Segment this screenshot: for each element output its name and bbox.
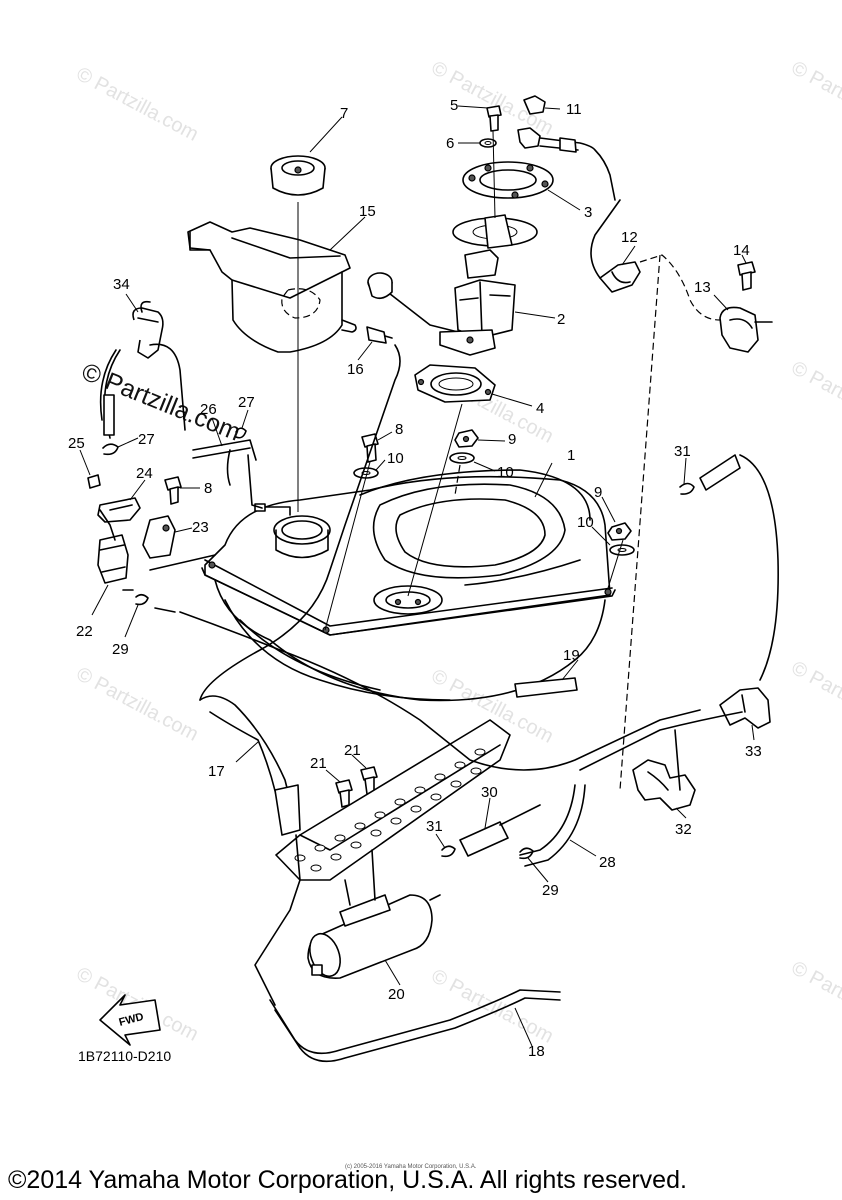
watermark: © Partzilla.com: [428, 965, 557, 1048]
fuel-pump-assembly: [367, 95, 616, 403]
part-label: 6: [446, 135, 454, 152]
diagram-code: 1B72110-D210: [78, 1048, 171, 1064]
part-labels: 1 2 3 4 5 6 7 8 8 9 9 10 10 10 11 12 13 …: [68, 97, 762, 1060]
part-label: 15: [359, 203, 376, 220]
part-label: 33: [745, 743, 762, 760]
part-label: 3: [584, 204, 592, 221]
part-label: 9: [594, 484, 602, 501]
watermark: © Partzilla.com: [73, 63, 202, 146]
part-label: 21: [310, 755, 327, 772]
watermark: © Partzilla.com: [788, 957, 842, 1040]
watermark: © Partzilla.com: [73, 663, 202, 746]
part-label: 32: [675, 821, 692, 838]
part-label: 28: [599, 854, 616, 871]
part-label: 19: [563, 647, 580, 664]
part-label: 34: [113, 276, 130, 293]
part-label: 25: [68, 435, 85, 452]
part-label: 10: [387, 450, 404, 467]
right-side-parts: [599, 261, 773, 811]
watermark: © Partzilla.com: [788, 357, 842, 440]
part-label: 9: [508, 431, 516, 448]
part-label: 11: [566, 101, 582, 118]
part-label: 14: [733, 242, 750, 259]
part-label: 10: [577, 514, 594, 531]
watermark-main: © Partzilla.com: [78, 358, 245, 447]
part-label: 29: [542, 882, 559, 899]
part-label: 20: [388, 986, 405, 1003]
part-label: 23: [192, 519, 209, 536]
part-label: 10: [497, 464, 514, 481]
watermark: © Partzilla.com: [788, 57, 842, 140]
part-label: 31: [426, 818, 443, 835]
part-label: 30: [481, 784, 498, 801]
part-label: 26: [200, 401, 217, 418]
part-label: 5: [450, 97, 458, 114]
part-label: 4: [536, 400, 544, 417]
part-label: 17: [208, 763, 225, 780]
part-label: 27: [238, 394, 255, 411]
fuel-tank: [201, 469, 616, 702]
filler-assembly: [187, 155, 357, 353]
hoses: [199, 677, 586, 1063]
watermark: © Partzilla.com: [788, 657, 842, 740]
part-label: 12: [621, 229, 638, 246]
leader-lines: [79, 105, 755, 1047]
part-label: 27: [138, 431, 155, 448]
left-side-parts: [87, 300, 257, 606]
part-label: 16: [347, 361, 364, 378]
part-label: 31: [674, 443, 691, 460]
part-label: 22: [76, 623, 93, 640]
part-label: 8: [395, 421, 403, 438]
copyright-notice: ©2014 Yamaha Motor Corporation, U.S.A. A…: [8, 1166, 687, 1194]
part-label: 8: [204, 480, 212, 497]
part-label: 2: [557, 311, 565, 328]
canister-assembly: [275, 719, 511, 979]
part-label: 13: [694, 279, 711, 296]
part-label: 7: [340, 105, 348, 122]
fasteners: [164, 326, 635, 556]
part-label: 29: [112, 641, 129, 658]
assembly-lines: [99, 130, 779, 1006]
part-label: 18: [528, 1043, 545, 1060]
part-label: 1: [567, 447, 575, 464]
part-label: 21: [344, 742, 361, 759]
part-label: 24: [136, 465, 153, 482]
inner-copyright: (c) 2005-2016 Yamaha Motor Corporation, …: [345, 1164, 477, 1170]
forward-arrow-icon: FWD: [99, 994, 161, 1046]
